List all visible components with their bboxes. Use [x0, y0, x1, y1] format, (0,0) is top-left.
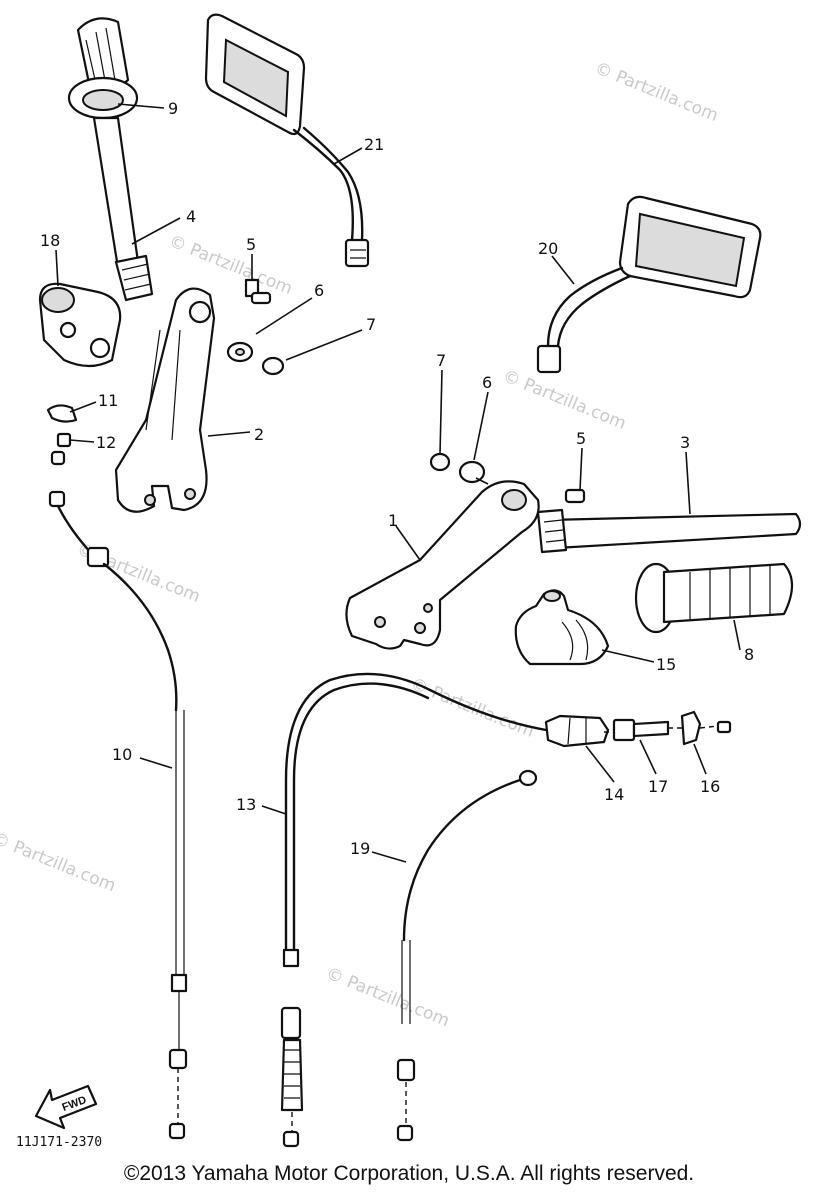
parts-diagram: © Partzilla.com © Partzilla.com © Partzi…	[0, 13, 818, 1150]
cap-part[interactable]	[429, 452, 451, 472]
callout-8[interactable]: 8	[744, 645, 754, 664]
callout-12[interactable]: 12	[96, 433, 116, 452]
right-handlebar-part[interactable]	[536, 508, 802, 554]
callout-16[interactable]: 16	[700, 777, 720, 796]
throttle-cable-part[interactable]	[280, 672, 548, 1148]
drawing-code: 11J171-2370	[16, 1135, 102, 1150]
watermark: © Partzilla.com	[166, 231, 295, 299]
watermark: © Partzilla.com	[0, 829, 118, 897]
cable-end-part[interactable]	[716, 720, 732, 734]
callout-11[interactable]: 11	[98, 391, 118, 410]
locknut-part[interactable]	[680, 710, 702, 746]
adjuster-housing-part[interactable]	[544, 714, 610, 748]
clutch-cable-part[interactable]	[48, 450, 188, 1140]
callout-17[interactable]: 17	[648, 777, 668, 796]
callout-6[interactable]: 6	[314, 281, 324, 300]
adjuster-bolt-part[interactable]	[612, 718, 670, 742]
callout-21[interactable]: 21	[364, 135, 384, 154]
right-mirror-part[interactable]	[536, 195, 762, 374]
screw-part[interactable]	[56, 432, 72, 448]
callout-3[interactable]: 3	[680, 433, 690, 452]
right-bracket-part[interactable]	[345, 480, 540, 650]
bolt-part[interactable]	[244, 278, 272, 305]
callout-9[interactable]: 9	[168, 99, 178, 118]
callout-13[interactable]: 13	[236, 795, 256, 814]
watermark: © Partzilla.com	[323, 964, 452, 1032]
copyright-footer: ©2013 Yamaha Motor Corporation, U.S.A. A…	[123, 1162, 695, 1185]
left-bracket-part[interactable]	[114, 287, 216, 513]
callout-7[interactable]: 7	[436, 351, 446, 370]
callout-5[interactable]: 5	[246, 235, 256, 254]
callout-7[interactable]: 7	[366, 315, 376, 334]
bolt-part[interactable]	[564, 488, 586, 504]
callout-2[interactable]: 2	[254, 425, 264, 444]
leader-lines	[55, 103, 741, 863]
right-grip-part[interactable]	[634, 562, 794, 634]
watermark: © Partzilla.com	[500, 366, 629, 434]
washer-part[interactable]	[458, 460, 489, 485]
callout-labels: 9 4 18 5 6 7 11 12 2 21 20 7 6 5 3 1 8 1…	[40, 99, 754, 858]
left-handlebar-part[interactable]	[92, 116, 154, 302]
cap-part[interactable]	[261, 356, 285, 376]
callout-14[interactable]: 14	[604, 785, 624, 804]
callout-10[interactable]: 10	[112, 745, 132, 764]
washer-part[interactable]	[226, 341, 254, 363]
clip-part[interactable]	[46, 404, 78, 423]
return-cable-part[interactable]	[396, 769, 538, 1142]
callout-15[interactable]: 15	[656, 655, 676, 674]
callout-1[interactable]: 1	[388, 511, 398, 530]
callout-4[interactable]: 4	[186, 207, 196, 226]
fwd-arrow-icon: FWD	[34, 1084, 98, 1130]
left-mirror-part[interactable]	[204, 13, 370, 268]
left-grip-part[interactable]	[67, 17, 139, 120]
throttle-housing-part[interactable]	[514, 589, 610, 666]
callout-19[interactable]: 19	[350, 839, 370, 858]
left-lever-holder-part[interactable]	[38, 282, 122, 368]
callout-20[interactable]: 20	[538, 239, 558, 258]
callout-6[interactable]: 6	[482, 373, 492, 392]
callout-18[interactable]: 18	[40, 231, 60, 250]
watermark: © Partzilla.com	[592, 58, 721, 126]
callout-5[interactable]: 5	[576, 429, 586, 448]
